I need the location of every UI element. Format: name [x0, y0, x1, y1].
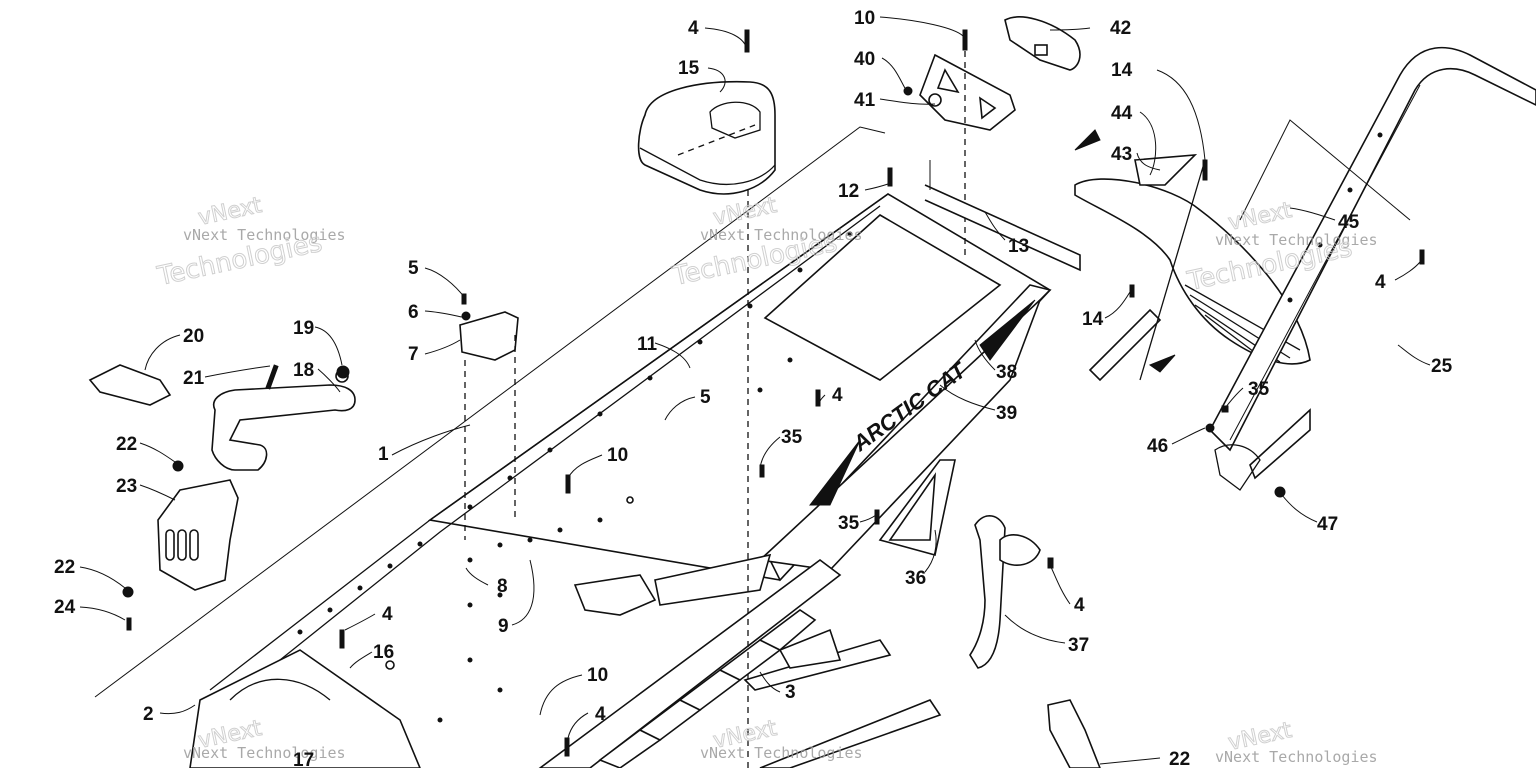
rail-rivets — [297, 231, 853, 635]
callout-labels: 1 2 3 4 4 4 4 4 4 5 5 6 7 8 9 10 10 10 1… — [54, 8, 1453, 768]
callout-15: 15 — [678, 58, 700, 79]
callout-35: 35 — [781, 427, 803, 448]
callout-46: 46 — [1147, 436, 1168, 457]
seat-pad — [637, 80, 776, 768]
callout-4: 4 — [382, 604, 393, 625]
callout-1: 1 — [378, 444, 389, 465]
callout-44: 44 — [1111, 103, 1133, 124]
callout-38: 38 — [996, 362, 1017, 383]
callout-6: 6 — [408, 302, 419, 323]
callout-5: 5 — [700, 387, 711, 408]
callout-37: 37 — [1068, 635, 1089, 656]
callout-7: 7 — [408, 344, 419, 365]
tunnel-reference-outline — [94, 126, 886, 698]
callout-20: 20 — [183, 326, 204, 347]
lower-running-rail — [743, 628, 942, 768]
callout-21: 21 — [183, 368, 205, 389]
callout-3: 3 — [785, 682, 796, 703]
deck-holes — [385, 357, 793, 723]
grab-handle — [969, 515, 1041, 669]
callout-47: 47 — [1317, 514, 1338, 535]
rear-cross-bar — [924, 160, 1081, 272]
watermark-text: vNext Technologies — [183, 744, 346, 762]
callout-4: 4 — [595, 704, 606, 725]
bumper-holes — [1287, 132, 1383, 303]
callout-14: 14 — [1111, 60, 1133, 81]
callout-4: 4 — [1375, 272, 1386, 293]
callout-10: 10 — [854, 8, 875, 29]
callout-24: 24 — [54, 597, 76, 618]
callout-43: 43 — [1111, 144, 1132, 165]
callout-10: 10 — [587, 665, 608, 686]
fasteners — [122, 29, 1425, 757]
callout-22: 22 — [116, 434, 137, 455]
callout-35: 35 — [1248, 379, 1270, 400]
side-plate — [878, 459, 956, 556]
heat-shield-plate — [157, 479, 239, 591]
bumper-mount — [1214, 408, 1311, 491]
flap-side-bracket — [1088, 159, 1206, 382]
callout-4: 4 — [832, 385, 843, 406]
cooler-slots — [598, 609, 817, 768]
callout-16: 16 — [373, 642, 394, 663]
callout-13: 13 — [1008, 236, 1029, 257]
callout-42: 42 — [1110, 18, 1131, 39]
callout-35: 35 — [838, 513, 860, 534]
leader-lines — [79, 16, 1431, 765]
callout-4: 4 — [688, 18, 699, 39]
rear-cap-plate — [1004, 16, 1081, 71]
callout-4: 4 — [1074, 595, 1085, 616]
callout-39: 39 — [996, 403, 1017, 424]
callout-17: 17 — [293, 750, 314, 768]
callout-25: 25 — [1431, 356, 1453, 377]
callout-19: 19 — [293, 318, 314, 339]
corner-bracket — [1047, 699, 1101, 768]
callout-11: 11 — [637, 334, 658, 355]
watermark-text: vNext Technologies — [700, 226, 863, 244]
callout-40: 40 — [854, 49, 875, 70]
front-mount-bracket — [459, 311, 519, 540]
callout-9: 9 — [498, 616, 509, 637]
callout-22: 22 — [1169, 749, 1190, 768]
watermark-text: vNext Technologies — [183, 226, 346, 244]
callout-41: 41 — [854, 90, 876, 111]
callout-14: 14 — [1082, 309, 1104, 330]
callout-36: 36 — [905, 568, 926, 589]
watermark-text: vNext Technologies — [700, 744, 863, 762]
rear-bumper — [1209, 46, 1536, 452]
callout-12: 12 — [838, 181, 859, 202]
callout-2: 2 — [143, 704, 154, 725]
heat-shield-slots — [165, 529, 199, 561]
callout-8: 8 — [497, 576, 508, 597]
callout-45: 45 — [1338, 212, 1360, 233]
callout-5: 5 — [408, 258, 419, 279]
watermark-text: vNext Technologies — [1215, 231, 1378, 249]
watermark-text: vNext Technologies — [1215, 748, 1378, 766]
tunnel-assembly: ARCTIC CAT — [189, 193, 1052, 768]
callout-18: 18 — [293, 360, 314, 381]
callout-10: 10 — [607, 445, 628, 466]
rear-step-bracket — [919, 40, 1016, 260]
callout-23: 23 — [116, 476, 137, 497]
callout-22: 22 — [54, 557, 75, 578]
